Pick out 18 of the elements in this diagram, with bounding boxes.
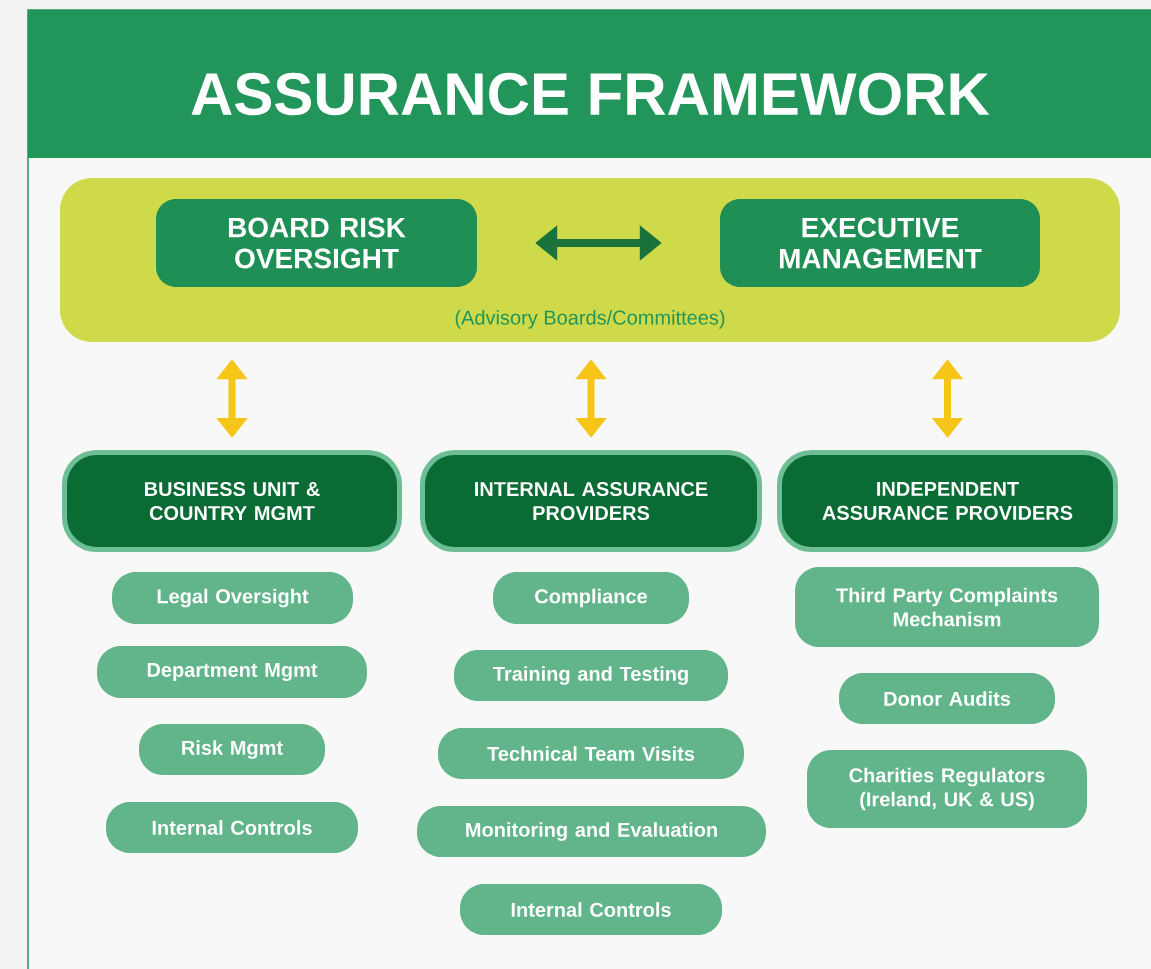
function-pill: Training and Testing [454, 650, 728, 701]
function-pill: Legal Oversight [112, 572, 353, 624]
function-pill: Third Party Complaints Mechanism [795, 567, 1099, 647]
title-banner: ASSURANCE FRAMEWORK [28, 10, 1151, 158]
function-pill: Internal Controls [106, 802, 358, 853]
function-pill: Compliance [493, 572, 689, 624]
column-header-box: BUSINESS UNIT & COUNTRY MGMT [62, 450, 402, 552]
leadership-box: EXECUTIVE MANAGEMENT [720, 199, 1040, 287]
function-pill: Technical Team Visits [438, 728, 744, 779]
function-pill: Internal Controls [460, 884, 722, 935]
function-pill: Risk Mgmt [139, 724, 325, 775]
column-header-box: INDEPENDENT ASSURANCE PROVIDERS [777, 450, 1118, 552]
function-pill: Department Mgmt [97, 646, 367, 698]
leadership-box: BOARD RISK OVERSIGHT [156, 199, 477, 287]
function-pill: Charities Regulators (Ireland, UK & US) [807, 750, 1087, 828]
function-pill: Donor Audits [839, 673, 1055, 724]
column-header-box: INTERNAL ASSURANCE PROVIDERS [420, 450, 762, 552]
function-pill: Monitoring and Evaluation [417, 806, 766, 857]
